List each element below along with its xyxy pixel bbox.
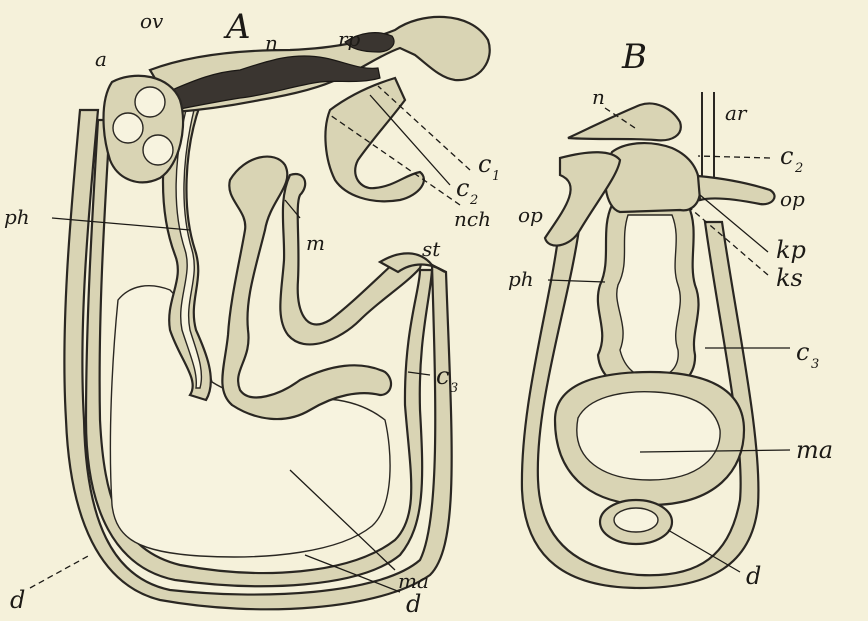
label-n-a: n <box>265 31 278 55</box>
label-a: a <box>95 47 107 71</box>
b-cavity-ma <box>577 392 720 480</box>
b-aorta <box>702 92 714 180</box>
label-c2-a: c <box>456 174 469 202</box>
label-c1: c <box>478 150 491 178</box>
label-m: m <box>306 231 325 255</box>
label-c3-b: c <box>796 338 809 366</box>
label-c3-a: c <box>436 362 449 390</box>
label-ph-b: ph <box>508 267 534 291</box>
label-ar: ar <box>725 101 748 125</box>
b-leader-c2 <box>698 156 770 158</box>
label-c2-a-sub: 2 <box>469 193 478 208</box>
label-panel-a: A <box>223 7 251 47</box>
b-dorsal-tissue <box>605 143 700 212</box>
label-nch: nch <box>454 207 491 231</box>
label-c3-a-sub: 3 <box>450 381 458 396</box>
label-ks: ks <box>776 264 803 292</box>
label-c2-b: c <box>780 142 793 170</box>
label-panel-b: B <box>621 37 647 77</box>
label-d-right: d <box>406 590 421 618</box>
a-otic-cell-1 <box>135 87 165 117</box>
a-otic-cell-3 <box>143 135 173 165</box>
label-op-left: op <box>518 203 543 227</box>
label-rp: rp <box>338 27 361 51</box>
label-c1-sub: 1 <box>492 169 500 184</box>
figure-a: A ov n rp a c 1 c 2 nch ph m st c 3 ma d… <box>4 7 500 618</box>
label-n-b: n <box>592 85 605 109</box>
b-d-inner <box>614 508 658 532</box>
label-c2-b-sub: 2 <box>794 161 803 176</box>
label-d-left: d <box>10 586 25 614</box>
a-otic-cell-2 <box>113 113 143 143</box>
a-leader-d-left <box>30 555 90 588</box>
label-ma-b: ma <box>796 436 833 464</box>
b-op-right <box>698 176 775 204</box>
b-pharynx-cavity <box>617 215 681 378</box>
label-op-right: op <box>780 187 805 211</box>
label-ov: ov <box>140 9 164 33</box>
label-st: st <box>422 237 441 261</box>
label-d-b: d <box>746 562 761 590</box>
label-kp: kp <box>776 236 806 264</box>
label-ph-a: ph <box>4 205 30 229</box>
figure-b: B n ar c 2 op op kp ks ph c 3 ma d <box>508 37 833 590</box>
label-c3-b-sub: 3 <box>811 357 819 372</box>
b-neural-tube <box>568 104 681 141</box>
